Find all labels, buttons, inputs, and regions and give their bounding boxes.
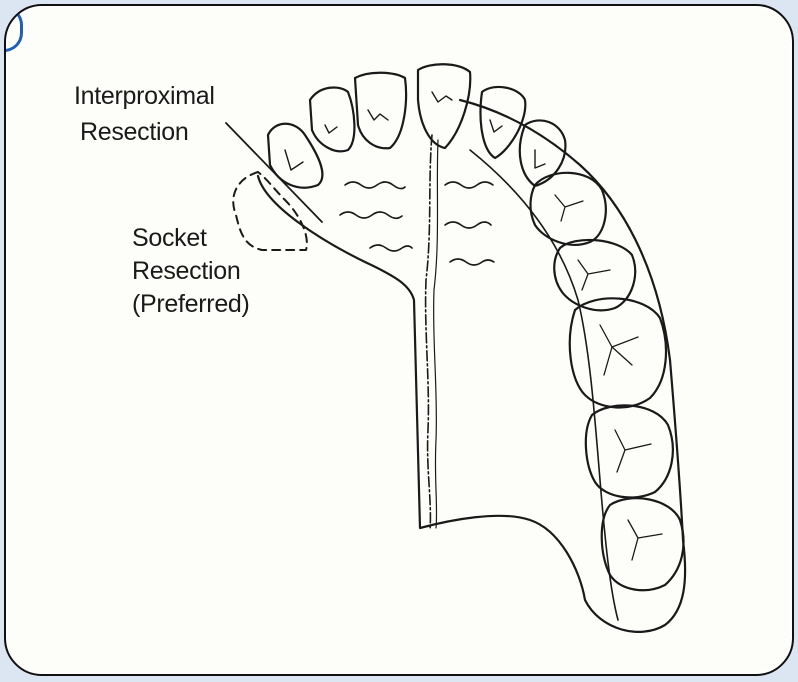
anterior-teeth [268, 64, 565, 187]
palatal-rugae [340, 182, 494, 265]
inner-arch-line [470, 150, 618, 620]
posterior-teeth [530, 173, 683, 590]
socket-label-line2: Resection [132, 255, 240, 287]
tooth-central-right-1 [418, 64, 470, 148]
palatal-midline [426, 135, 432, 530]
tooth-molar-2 [586, 405, 673, 497]
socket-label-line1: Socket [132, 222, 207, 254]
interproximal-label-line2: Resection [80, 116, 188, 148]
socket-label-line3: (Preferred) [132, 288, 250, 320]
tooth-central-left-2 [355, 73, 406, 149]
socket-resection-outline [233, 172, 307, 250]
tooth-lateral-right [520, 120, 566, 186]
tooth-molar-3 [602, 498, 684, 590]
interproximal-label-line1: Interproximal [74, 80, 215, 112]
tooth-central-left-1 [310, 87, 354, 151]
